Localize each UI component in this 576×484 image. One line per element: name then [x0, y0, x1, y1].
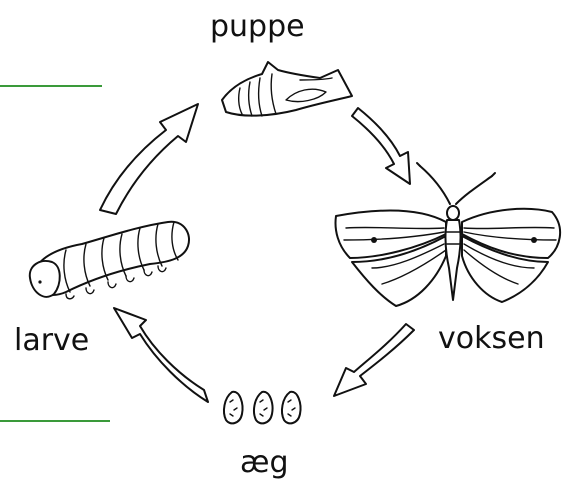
arrow-larva-to-pupa	[100, 104, 198, 214]
pupa-drawing	[222, 62, 352, 116]
label-pupa: puppe	[210, 9, 305, 44]
arrow-egg-to-larva	[114, 308, 208, 402]
label-adult: voksen	[438, 321, 545, 356]
label-larva: larve	[14, 323, 89, 358]
caterpillar-drawing	[30, 222, 189, 299]
eggs-drawing	[224, 392, 301, 424]
arrow-pupa-to-adult	[352, 108, 410, 184]
arrow-adult-to-egg	[334, 324, 414, 396]
label-egg: æg	[240, 445, 289, 480]
butterfly-drawing	[336, 163, 561, 306]
